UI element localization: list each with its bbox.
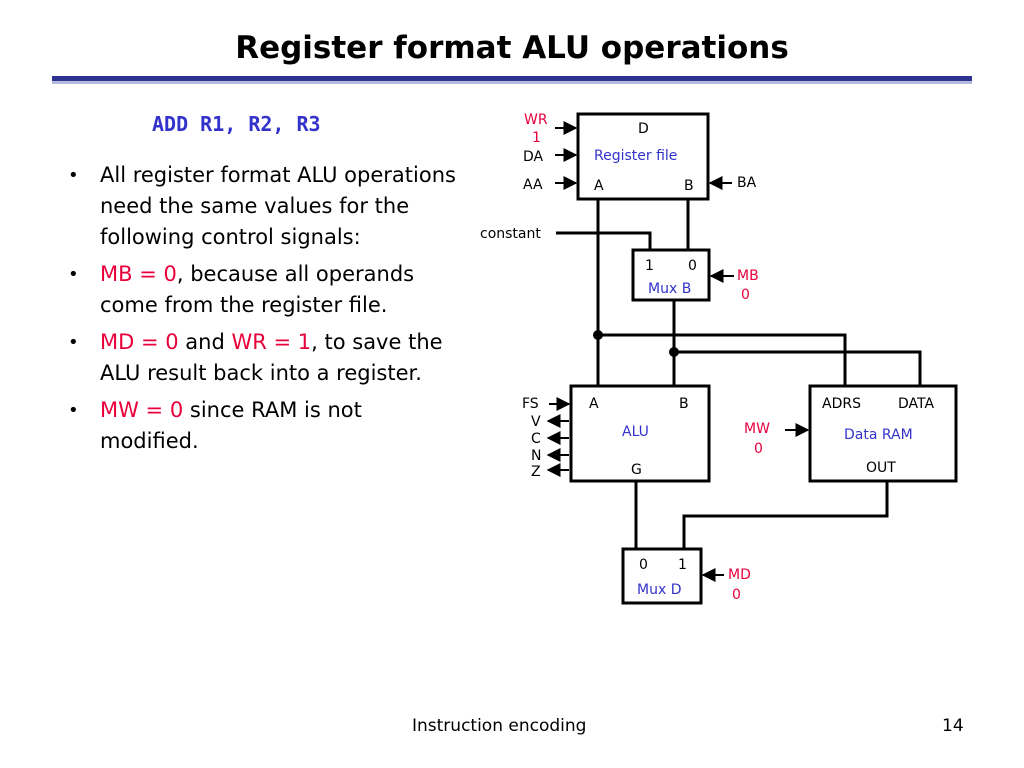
bullet-text: and bbox=[178, 330, 232, 354]
signal-da: DA bbox=[523, 149, 544, 165]
footer-title: Instruction encoding bbox=[412, 716, 587, 736]
signal-wr: WR bbox=[524, 112, 548, 128]
bullet-signal-wr: WR = 1 bbox=[231, 330, 312, 354]
alu-block bbox=[569, 384, 711, 483]
bullet-text: , because all operands come from the reg… bbox=[100, 262, 415, 317]
mux-b-in0: 0 bbox=[688, 258, 697, 274]
data-ram-block bbox=[808, 384, 958, 483]
title-rule-shadow bbox=[52, 81, 972, 84]
bus-data bbox=[674, 350, 922, 386]
junction-dot bbox=[669, 347, 679, 357]
mux-d-in0: 0 bbox=[639, 557, 648, 573]
instruction-example: ADD R1, R2, R3 bbox=[152, 112, 321, 136]
junction-dot bbox=[593, 330, 603, 340]
bus-ram-out bbox=[682, 481, 889, 549]
bullet-text: since RAM is not modified. bbox=[100, 398, 362, 453]
signal-mw-value: 0 bbox=[754, 441, 763, 457]
bullet-dot-icon: • bbox=[68, 264, 79, 285]
register-file-block bbox=[576, 112, 710, 201]
ram-name: Data RAM bbox=[844, 427, 913, 443]
bullet-dot-icon: • bbox=[68, 400, 79, 421]
bus-address bbox=[598, 333, 847, 386]
mux-b-name: Mux B bbox=[648, 281, 691, 297]
bus-constant bbox=[556, 231, 652, 250]
bullet-item: • MW = 0 since RAM is not modified. bbox=[68, 395, 458, 457]
signal-mb: MB bbox=[737, 268, 759, 284]
bullet-item: • MB = 0, because all operands come from… bbox=[68, 259, 458, 321]
ram-adrs: ADRS bbox=[822, 396, 861, 412]
ram-data: DATA bbox=[898, 396, 934, 412]
signal-md-value: 0 bbox=[732, 587, 741, 603]
flag-z: Z bbox=[531, 464, 541, 480]
alu-port-g: G bbox=[631, 462, 642, 478]
mux-b-in1: 1 bbox=[645, 258, 654, 274]
bullet-item: • MD = 0 and WR = 1, to save the ALU res… bbox=[68, 327, 458, 389]
bullet-signal-md: MD = 0 bbox=[100, 330, 179, 354]
ram-out: OUT bbox=[866, 460, 896, 476]
rf-port-b: B bbox=[684, 178, 694, 194]
bullet-dot-icon: • bbox=[68, 165, 79, 186]
flag-n: N bbox=[531, 448, 541, 464]
signal-wr-value: 1 bbox=[532, 130, 541, 146]
alu-name: ALU bbox=[622, 424, 649, 440]
mux-d-name: Mux D bbox=[637, 582, 681, 598]
rf-port-a: A bbox=[594, 178, 604, 194]
title-rule bbox=[52, 76, 972, 81]
bullet-signal-mb: MB = 0 bbox=[100, 262, 177, 286]
flag-v: V bbox=[531, 414, 541, 430]
bullet-text: All register format ALU operations need … bbox=[100, 163, 456, 249]
mux-d-in1: 1 bbox=[678, 557, 687, 573]
signal-mb-value: 0 bbox=[741, 287, 750, 303]
bullet-dot-icon: • bbox=[68, 332, 79, 353]
rf-port-d: D bbox=[638, 121, 649, 137]
page-number: 14 bbox=[942, 716, 964, 736]
mux-b-block bbox=[631, 248, 711, 302]
signal-md: MD bbox=[728, 567, 751, 583]
rf-name: Register file bbox=[594, 148, 677, 164]
flag-c: C bbox=[531, 431, 541, 447]
mux-d-block bbox=[621, 547, 703, 605]
bullet-signal-mw: MW = 0 bbox=[100, 398, 184, 422]
signal-ba: BA bbox=[737, 175, 757, 191]
bullet-list: • All register format ALU operations nee… bbox=[68, 160, 458, 463]
bullet-text: , to save the ALU result back into a reg… bbox=[100, 330, 443, 385]
constant-label: constant bbox=[480, 226, 541, 242]
signal-aa: AA bbox=[523, 177, 543, 193]
slide-title: Register format ALU operations bbox=[235, 30, 789, 66]
signal-mw: MW bbox=[744, 421, 770, 437]
alu-port-a: A bbox=[589, 396, 599, 412]
bullet-item: • All register format ALU operations nee… bbox=[68, 160, 458, 253]
signal-fs: FS bbox=[522, 396, 539, 412]
alu-port-b: B bbox=[679, 396, 689, 412]
